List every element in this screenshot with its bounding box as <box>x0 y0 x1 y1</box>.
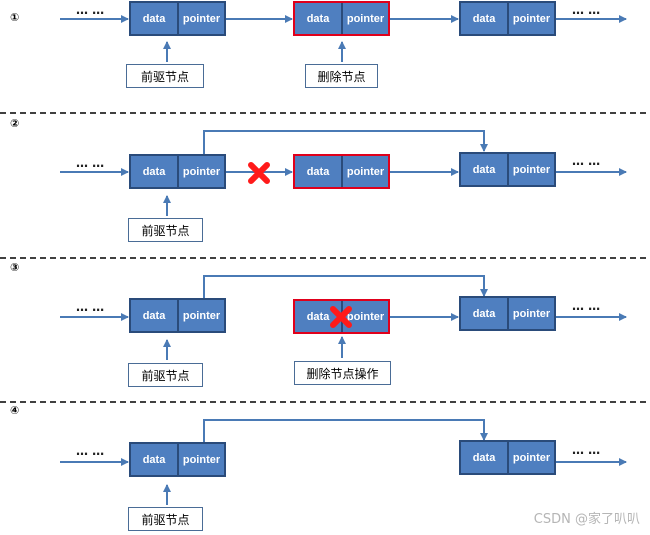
step-number: ② <box>10 117 20 130</box>
ellipsis-right: … … <box>572 154 601 168</box>
node-pointer-cell: pointer <box>182 12 221 25</box>
x-mark-icon <box>248 162 270 184</box>
node-successor: data pointer <box>459 152 556 187</box>
node-to-delete: data pointer <box>293 299 390 334</box>
node-predecessor: data pointer <box>129 1 226 36</box>
ellipsis-right: … … <box>572 443 601 457</box>
node-predecessor: data pointer <box>129 298 226 333</box>
step-number: ③ <box>10 261 20 274</box>
node-data-cell: data <box>131 300 179 331</box>
x-mark-icon <box>330 306 352 328</box>
node-pointer-cell: pointer <box>512 163 551 176</box>
node-pointer-cell: pointer <box>512 12 551 25</box>
node-data-cell: data <box>461 298 509 329</box>
node-pointer-cell: pointer <box>346 310 385 323</box>
node-pointer-cell: pointer <box>182 309 221 322</box>
node-pointer-cell: pointer <box>512 451 551 464</box>
label-predecessor: 前驱节点 <box>128 218 203 242</box>
bypass-arrow-4 <box>203 419 488 442</box>
watermark: CSDN @家了叭叭 <box>533 512 640 527</box>
node-data-cell: data <box>461 442 509 473</box>
ellipsis-left: … … <box>76 3 105 17</box>
bypass-arrow-2 <box>203 130 488 154</box>
node-data-cell: data <box>461 154 509 185</box>
node-pointer-cell: pointer <box>346 12 385 25</box>
node-to-delete: data pointer <box>293 154 390 189</box>
ellipsis-right: … … <box>572 299 601 313</box>
ellipsis-left: … … <box>76 444 105 458</box>
node-successor: data pointer <box>459 1 556 36</box>
node-predecessor: data pointer <box>129 442 226 477</box>
label-predecessor: 前驱节点 <box>128 507 203 531</box>
node-successor: data pointer <box>459 440 556 475</box>
label-delete-operation: 删除节点操作 <box>294 361 391 385</box>
label-predecessor: 前驱节点 <box>128 363 203 387</box>
node-pointer-cell: pointer <box>512 307 551 320</box>
label-delete-node: 删除节点 <box>305 64 378 88</box>
node-pointer-cell: pointer <box>182 165 221 178</box>
node-data-cell: data <box>461 3 509 34</box>
node-data-cell: data <box>131 156 179 187</box>
ellipsis-left: … … <box>76 300 105 314</box>
ellipsis-left: … … <box>76 156 105 170</box>
node-pointer-cell: pointer <box>346 165 385 178</box>
node-data-cell: data <box>295 156 343 187</box>
ellipsis-right: … … <box>572 3 601 17</box>
node-pointer-cell: pointer <box>182 453 221 466</box>
label-predecessor: 前驱节点 <box>126 64 204 88</box>
node-data-cell: data <box>131 444 179 475</box>
node-data-cell: data <box>131 3 179 34</box>
node-successor: data pointer <box>459 296 556 331</box>
node-to-delete: data pointer <box>293 1 390 36</box>
node-predecessor: data pointer <box>129 154 226 189</box>
bypass-arrow-3 <box>203 275 488 298</box>
step-number: ① <box>10 11 20 24</box>
node-data-cell: data <box>295 3 343 34</box>
step-number: ④ <box>10 404 20 417</box>
